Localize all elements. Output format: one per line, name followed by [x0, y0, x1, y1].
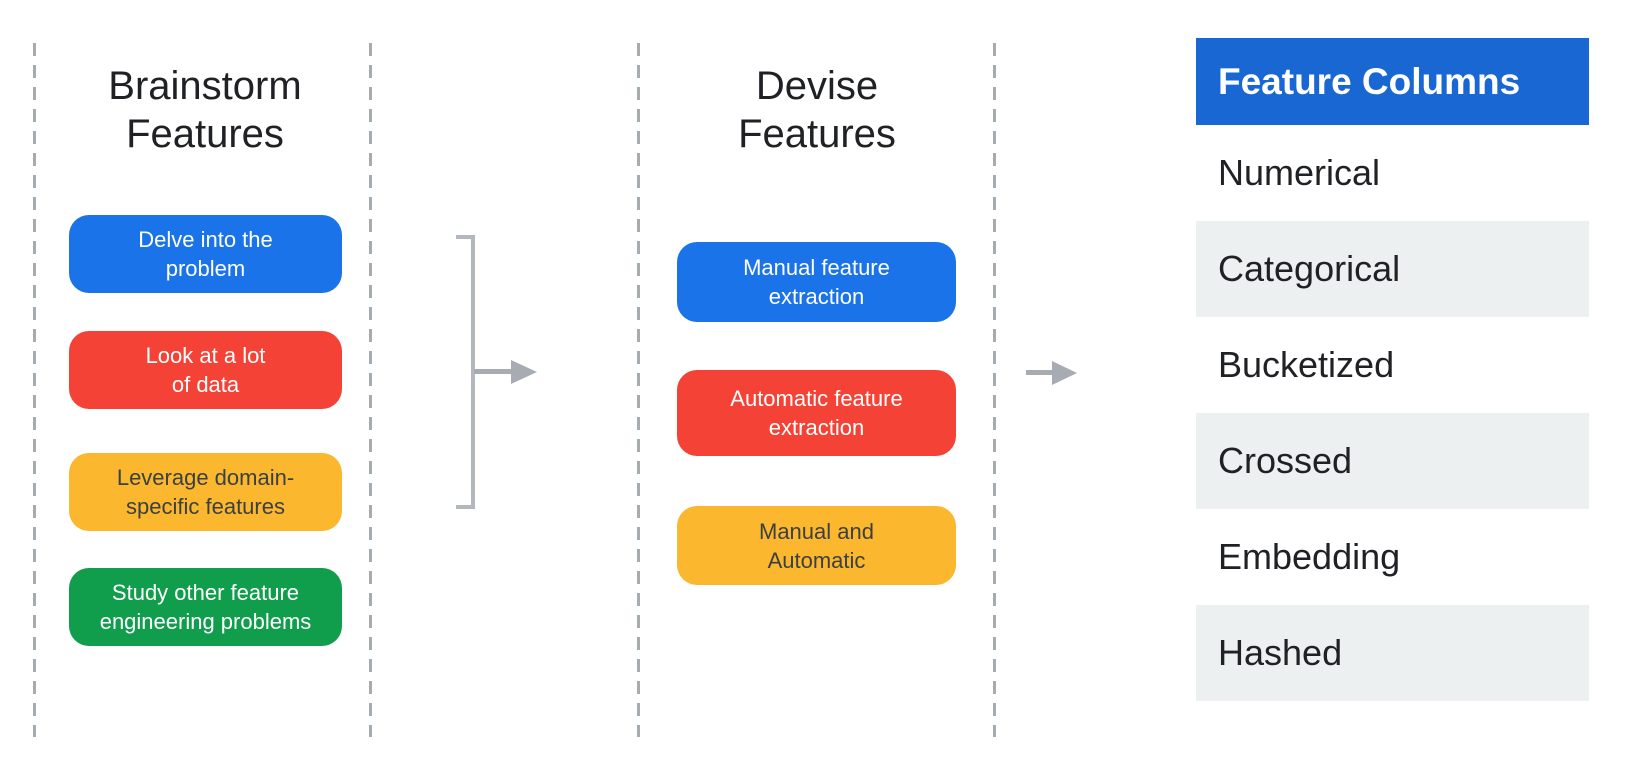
devise-title: Devise Features	[738, 64, 896, 156]
feature-row-hashed: Hashed	[1196, 605, 1589, 701]
node-manual-and-automatic: Manual and Automatic	[677, 506, 956, 585]
divider-dashed-line-1	[33, 43, 36, 737]
divider-dashed-line-4	[993, 43, 996, 737]
node-label: Manual and Automatic	[759, 518, 874, 573]
node-manual-feature-extraction: Manual feature extraction	[677, 242, 956, 322]
feature-columns-header: Feature Columns	[1196, 38, 1589, 125]
arrow-right-icon	[1052, 361, 1077, 385]
arrow-right-icon	[511, 360, 537, 384]
arrow-right-stem	[1026, 370, 1054, 375]
node-delve-into-the-problem: Delve into the problem	[69, 215, 342, 293]
node-label: Automatic feature extraction	[730, 386, 903, 440]
node-label: Delve into the problem	[138, 227, 273, 281]
node-study-other-feature-engineering-problems: Study other feature engineering problems	[69, 568, 342, 646]
feature-row-numerical: Numerical	[1218, 152, 1381, 193]
divider-dashed-line-2	[369, 43, 372, 737]
bracket-top-cap	[456, 235, 475, 239]
node-label: Study other feature engineering problems	[99, 580, 312, 634]
node-leverage-domain-specific-features: Leverage domain- specific features	[69, 453, 342, 531]
brainstorm-title: Brainstorm Features	[108, 64, 302, 156]
bracket-bottom-cap	[456, 505, 475, 509]
feature-row-embedding: Embedding	[1218, 536, 1401, 577]
node-label: Look at a lot of data	[145, 343, 266, 397]
feature-row-crossed: Crossed	[1196, 413, 1589, 509]
node-automatic-feature-extraction: Automatic feature extraction	[677, 370, 956, 456]
node-label: Leverage domain- specific features	[116, 465, 295, 519]
arrow-right-stem	[474, 369, 512, 374]
divider-dashed-line-3	[637, 43, 640, 737]
node-label: Manual feature extraction	[743, 255, 890, 309]
node-look-at-a-lot-of-data: Look at a lot of data	[69, 331, 342, 409]
feature-row-categorical: Categorical	[1196, 221, 1589, 317]
bracket-vertical-line	[471, 235, 475, 509]
feature-row-bucketized: Bucketized	[1218, 344, 1395, 385]
